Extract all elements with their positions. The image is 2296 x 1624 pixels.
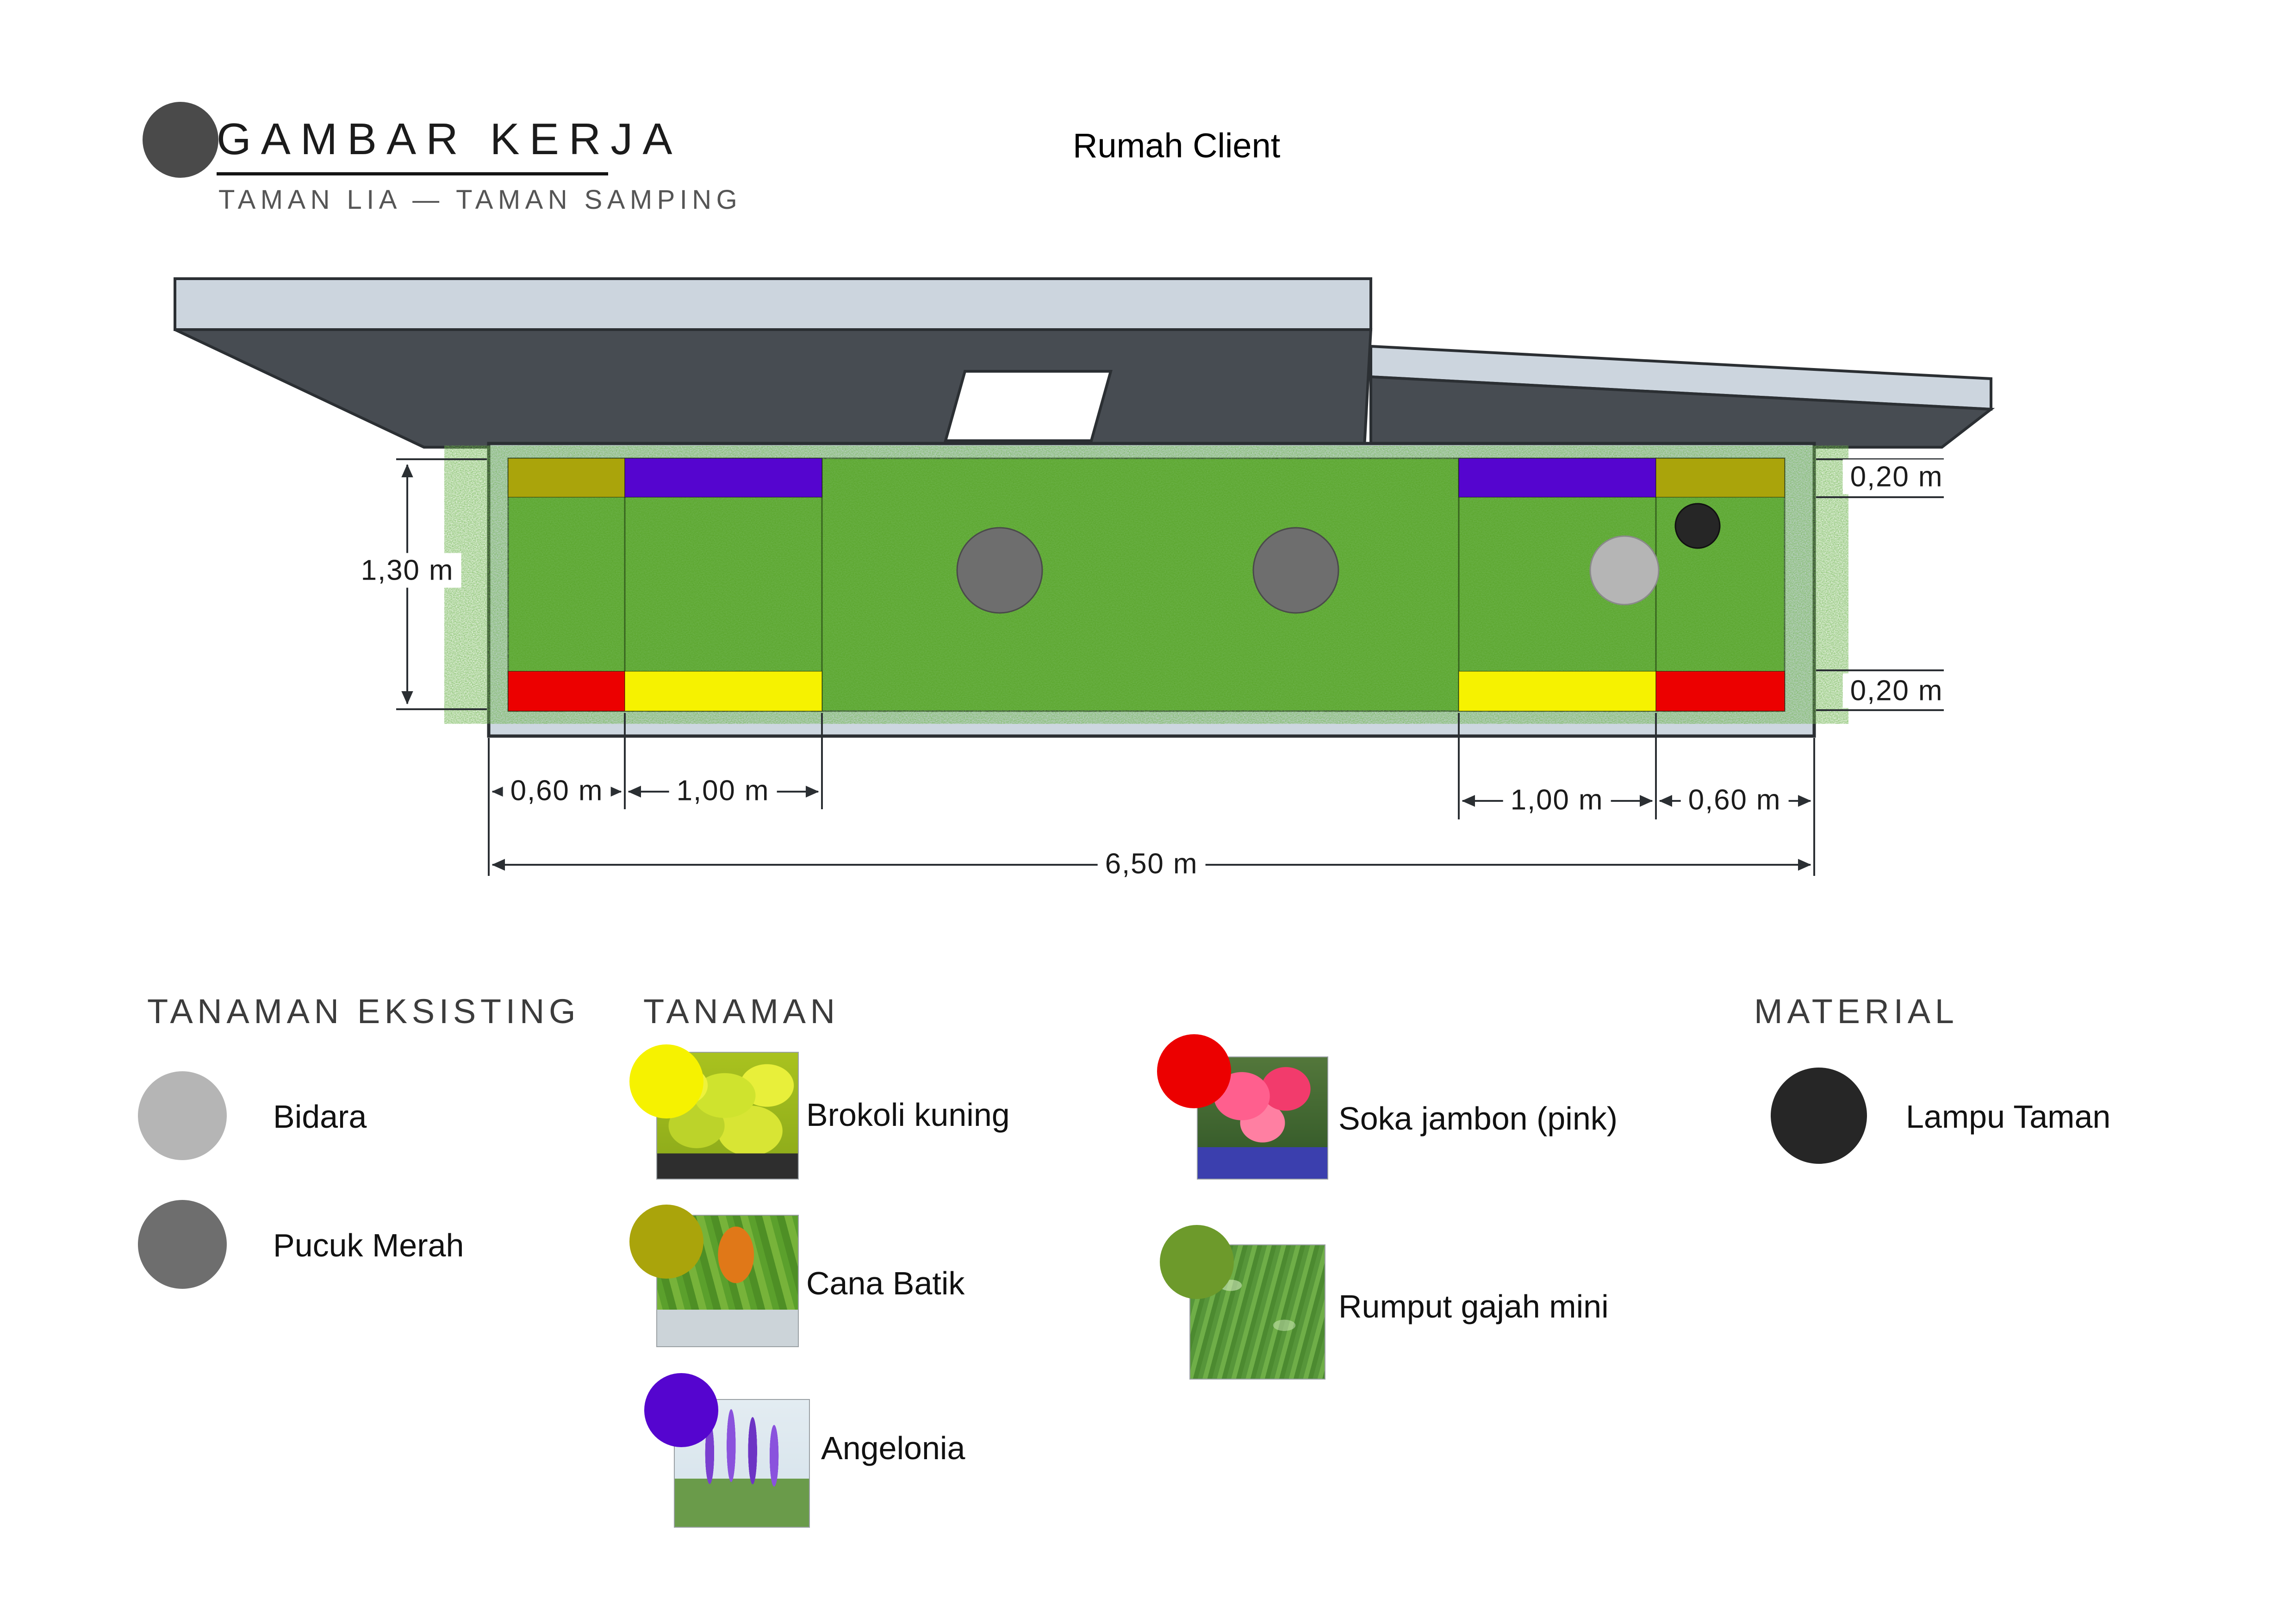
logo-circle [143,102,218,178]
plant-circle-bidara [1589,535,1660,606]
legend-label-lampu-taman: Lampu Taman [1906,1099,2111,1135]
dim-left-outer-label: 0,60 m [503,773,611,808]
legend-swatch-brokoli-kuning [629,1044,703,1118]
legend-swatch-pucuk-merah [138,1200,227,1289]
roof-left [174,328,1373,449]
grass-texture [508,458,1785,711]
legend-label-pucuk-merah: Pucuk Merah [273,1227,464,1263]
strip-brokoli-bottom-right [1458,671,1656,712]
dim-left-inner-label: 1,00 m [669,773,777,808]
strip-cana-top-left [508,458,625,498]
dim-offset-bottom-label: 0,20 m [1842,673,1951,708]
skylight-opening [944,370,1113,442]
page-subtitle: TAMAN LIA — TAMAN SAMPING [218,185,742,215]
title-underline [217,172,608,175]
dim-right-inner-label: 1,00 m [1503,782,1611,818]
plant-circle-pucuk-merah-2 [1252,527,1339,614]
strip-soka-bottom-left [508,671,625,712]
dim-total-label: 6,50 m [1097,846,1206,881]
dim-offset-top-label: 0,20 m [1842,459,1951,494]
legend-swatch-rumput-gajah-mini [1160,1225,1234,1299]
legend-swatch-angelonia [644,1373,718,1447]
legend-label-soka-jambon: Soka jambon (pink) [1338,1100,1618,1137]
client-label: Rumah Client [1073,126,1281,165]
legend-swatch-cana-batik [629,1205,703,1279]
plant-circle-pucuk-merah-1 [956,527,1043,614]
legend-label-bidara: Bidara [273,1099,367,1135]
dim-height-label: 1,30 m [353,553,461,588]
legend-label-angelonia: Angelonia [821,1430,965,1466]
legend-label-cana-batik: Cana Batik [806,1265,965,1301]
roof-left-fascia [174,277,1372,331]
legend-label-brokoli-kuning: Brokoli kuning [806,1097,1010,1133]
strip-angelonia-top-right [1458,458,1656,498]
legend-label-rumput-gajah-mini: Rumput gajah mini [1338,1288,1609,1324]
legend-material-heading: MATERIAL [1754,992,1959,1031]
page-title: GAMBAR KERJA [217,114,682,164]
strip-angelonia-top-left [624,458,822,498]
legend-existing-heading: TANAMAN EKSISTING [147,992,580,1031]
strip-brokoli-bottom-left [624,671,822,712]
legend-swatch-soka-jambon [1157,1034,1231,1108]
lamp-circle-lampu-taman [1674,503,1721,549]
legend-swatch-lampu-taman [1771,1068,1867,1164]
dim-right-outer-label: 0,60 m [1680,782,1789,818]
legend-plants-heading: TANAMAN [643,992,840,1031]
roof-right [1369,375,1995,449]
extension-lines [396,458,1944,876]
strip-cana-top-right [1655,458,1785,498]
strip-soka-bottom-right [1655,671,1785,712]
legend-swatch-bidara [138,1071,227,1160]
